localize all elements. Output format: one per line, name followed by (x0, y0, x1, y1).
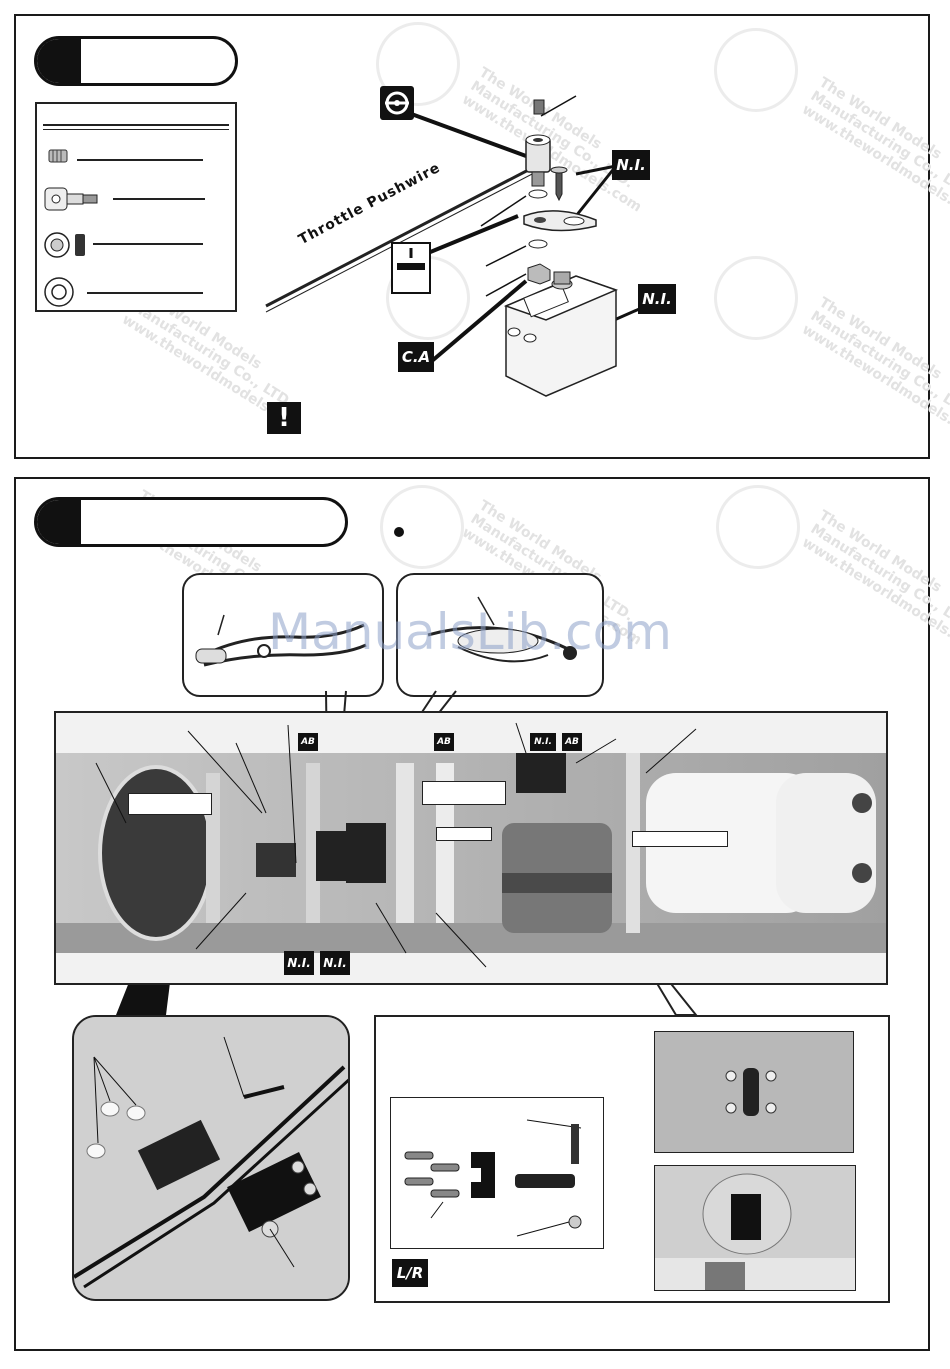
step-pill-cap (37, 500, 81, 544)
left-right-tag: L/R (392, 1259, 428, 1287)
watermark-seal-icon (714, 28, 798, 112)
parts-qty-line (77, 159, 203, 161)
hex-wrench-tool-icon (391, 242, 431, 294)
photo-label-box (436, 827, 492, 841)
exit-guide-inside-photo (654, 1165, 856, 1291)
photo-label-box (632, 831, 728, 847)
pushrod-guide-photo (72, 1015, 350, 1301)
parts-list-box (35, 102, 237, 312)
exit-guide-outside-photo (654, 1031, 854, 1153)
bullet-icon (394, 527, 404, 537)
ab-tag: AB (562, 733, 582, 751)
not-included-tag: N.I. (320, 951, 350, 975)
not-included-tag: N.I. (612, 150, 650, 180)
throttle-linkage-diagram (265, 95, 647, 397)
exit-guide-parts-box (390, 1097, 604, 1249)
connector-icon (44, 187, 98, 211)
ab-tag: AB (434, 733, 454, 751)
parts-qty-line (113, 198, 205, 200)
set-screw-icon (48, 149, 68, 163)
exit-guide-parts-icon (404, 1119, 582, 1237)
screwdriver-tool-icon (380, 86, 414, 120)
step-number-pill (34, 36, 238, 86)
watermark-seal-icon (716, 485, 800, 569)
ab-tag: AB (298, 733, 318, 751)
warning-icon: ! (267, 402, 301, 434)
watermark-seal-icon (714, 256, 798, 340)
parts-list-header-rule (43, 124, 229, 126)
watermark-seal-icon (376, 22, 460, 106)
not-included-tag: N.I. (638, 284, 676, 314)
step-pill-cap (37, 39, 81, 83)
parts-list-header-rule (43, 129, 229, 130)
flat-washer-icon (44, 277, 74, 307)
step-number-pill (34, 497, 348, 547)
watermark-seal-icon (380, 485, 464, 569)
not-included-tag: N.I. (284, 951, 314, 975)
ca-glue-tag: C.A (398, 342, 434, 372)
bending-callout (396, 573, 604, 697)
pliers-icon (195, 614, 367, 667)
fuselage-interior-photo: AB AB AB N.I. N.I. N.I. (54, 711, 888, 985)
photo-label-box (128, 793, 212, 815)
photo-label-box (422, 781, 506, 805)
site-watermark: ManualsLib.com (268, 603, 672, 661)
parts-qty-line (87, 292, 203, 294)
not-included-tag: N.I. (530, 733, 556, 751)
exit-guide-panel: L/R (374, 1015, 890, 1303)
wire-bend-icon (427, 596, 577, 663)
washer-and-screw-icon (44, 232, 85, 258)
pliers-callout (182, 573, 384, 697)
parts-qty-line (93, 243, 203, 245)
